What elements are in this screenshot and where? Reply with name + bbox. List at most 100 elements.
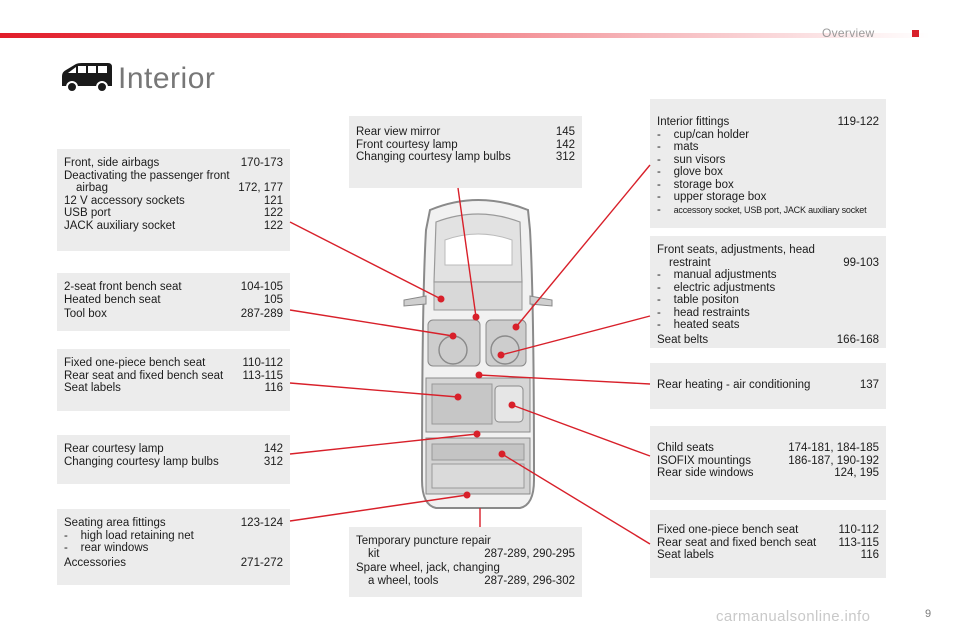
isofix-label: ISOFIX mountings bbox=[657, 454, 751, 467]
restraint-label: restraint bbox=[669, 256, 711, 269]
seat-labels-right-page: 116 bbox=[860, 549, 879, 561]
callout-lines bbox=[289, 164, 651, 545]
mirror-page: 145 bbox=[555, 126, 575, 138]
front-bench-page: 104-105 bbox=[240, 281, 283, 293]
child-seats-box: Child seats 174-181, 184-185 ISOFIX mount… bbox=[650, 426, 886, 500]
jack-page: 122 bbox=[263, 219, 283, 232]
sockets-label: 12 V accessory sockets bbox=[64, 194, 185, 207]
mirror-bulbs-page: 312 bbox=[555, 151, 575, 163]
puncture-box: Temporary puncture repair kit 287-289, 29… bbox=[349, 527, 582, 597]
rear-windows-item: - rear windows bbox=[64, 542, 149, 554]
front-seats-box: Front seats, adjustments, head restraint… bbox=[650, 236, 886, 348]
interior-fittings-box: Interior fittings 119-122 - cup/can holde… bbox=[650, 99, 886, 228]
airbags-label: Front, side airbags bbox=[64, 157, 160, 169]
isofix-page: 186-187, 190-192 bbox=[788, 454, 879, 467]
section-marker bbox=[912, 30, 919, 37]
sockets-page: 121 bbox=[263, 194, 283, 207]
usb-label: USB port bbox=[64, 207, 111, 219]
seating-area-page: 123-124 bbox=[240, 517, 283, 529]
rear-heating-box: Rear heating - air conditioning 137 bbox=[650, 363, 886, 409]
tool-box-label: Tool box bbox=[64, 308, 107, 320]
fitting-item: - glove box bbox=[657, 166, 723, 178]
section-label: Overview bbox=[822, 26, 875, 40]
van-body bbox=[403, 199, 553, 509]
fixed-bench-right-page: 110-112 bbox=[838, 524, 880, 536]
front-courtesy-page: 142 bbox=[555, 138, 575, 151]
wheel-tools-label: a wheel, tools bbox=[368, 574, 439, 587]
interior-fittings-page: 119-122 bbox=[837, 116, 879, 128]
deactivating-page: 172, 177 bbox=[238, 182, 283, 194]
usb-page: 122 bbox=[263, 207, 283, 219]
child-seats-page: 174-181, 184-185 bbox=[788, 442, 879, 454]
mirror-bulbs-label: Changing courtesy lamp bulbs bbox=[356, 151, 511, 163]
callout-dots bbox=[437, 295, 520, 499]
accessories-page: 271-272 bbox=[240, 556, 283, 569]
rear-seat-left-label: Rear seat and fixed bench seat bbox=[64, 369, 224, 382]
rear-heating-label: Rear heating - air conditioning bbox=[657, 379, 811, 391]
rear-courtesy-label: Rear courtesy lamp bbox=[64, 443, 164, 455]
front-courtesy-label: Front courtesy lamp bbox=[356, 138, 458, 151]
page-number: 9 bbox=[925, 608, 932, 620]
fitting-item: - upper storage box bbox=[657, 191, 767, 203]
heated-bench-page: 105 bbox=[263, 293, 283, 306]
front-seats-label: Front seats, adjustments, head bbox=[657, 244, 815, 256]
fitting-item: - accessory socket, USB port, JACK auxil… bbox=[657, 203, 867, 216]
header-gradient-bar bbox=[0, 33, 930, 38]
mirror-box: Rear view mirror 145 Front courtesy lamp 1… bbox=[349, 116, 582, 188]
page-title: Interior bbox=[118, 62, 216, 95]
airbags-box: Front, side airbags 170-173 Deactivating … bbox=[57, 149, 290, 251]
fitting-item: - cup/can holder bbox=[657, 128, 750, 141]
seat-belts-page: 166-168 bbox=[836, 333, 879, 346]
side-windows-label: Rear side windows bbox=[657, 467, 754, 479]
seat-item: - heated seats bbox=[657, 319, 740, 331]
rear-seat-left-page: 113-115 bbox=[242, 369, 284, 382]
rear-heating-page: 137 bbox=[859, 379, 879, 391]
child-seats-label: Child seats bbox=[657, 442, 714, 454]
spare-wheel-page: 287-289, 296-302 bbox=[484, 574, 575, 587]
accessories-label: Accessories bbox=[64, 556, 126, 569]
puncture-kit-label: kit bbox=[368, 547, 380, 560]
side-windows-page: 124, 195 bbox=[834, 467, 879, 479]
heated-bench-label: Heated bench seat bbox=[64, 293, 161, 306]
mirror-label: Rear view mirror bbox=[356, 126, 441, 138]
seating-area-label: Seating area fittings bbox=[64, 517, 166, 529]
puncture-page: 287-289, 290-295 bbox=[484, 547, 575, 560]
deactivating-airbag-label: airbag bbox=[76, 182, 108, 194]
seat-item: - head restraints bbox=[657, 306, 750, 319]
fixed-bench-left-page: 110-112 bbox=[242, 357, 284, 369]
front-seats-page: 99-103 bbox=[843, 256, 879, 269]
puncture-label: Temporary puncture repair bbox=[356, 535, 491, 547]
seat-labels-left-page: 116 bbox=[264, 382, 283, 394]
rear-courtesy-page: 142 bbox=[263, 443, 283, 455]
rear-seat-right-label: Rear seat and fixed bench seat bbox=[657, 536, 817, 549]
fitting-item: - sun visors bbox=[657, 153, 726, 166]
fixed-bench-right-label: Fixed one-piece bench seat bbox=[657, 524, 799, 536]
courtesy-bulbs-page: 312 bbox=[263, 455, 283, 468]
rear-seat-right-page: 113-115 bbox=[838, 536, 880, 549]
seat-item: - table positon bbox=[657, 294, 739, 306]
tool-box-page: 287-289 bbox=[240, 308, 283, 320]
front-bench-label: 2-seat front bench seat bbox=[64, 281, 182, 293]
fixed-bench-right-box: Fixed one-piece bench seat 110-112 Rear s… bbox=[650, 510, 886, 578]
seat-belts-label: Seat belts bbox=[657, 333, 709, 346]
jack-label: JACK auxiliary socket bbox=[64, 219, 176, 232]
fixed-bench-left-label: Fixed one-piece bench seat bbox=[64, 357, 206, 369]
spare-wheel-label: Spare wheel, jack, changing bbox=[356, 562, 500, 574]
front-bench-box: 2-seat front bench seat 104-105 Heated be… bbox=[57, 273, 290, 331]
seat-labels-left-label: Seat labels bbox=[64, 382, 121, 394]
seat-labels-right-label: Seat labels bbox=[657, 549, 714, 561]
fitting-item: - storage box bbox=[657, 178, 734, 191]
van-icon bbox=[62, 63, 112, 93]
rear-courtesy-box: Rear courtesy lamp 142 Changing courtesy … bbox=[57, 435, 290, 484]
airbags-page: 170-173 bbox=[240, 157, 283, 169]
seat-item: - electric adjustments bbox=[657, 281, 776, 294]
watermark: carmanualsonline.info bbox=[716, 608, 871, 625]
seating-area-box: Seating area fittings 123-124 - high load… bbox=[57, 509, 290, 585]
fixed-bench-left-box: Fixed one-piece bench seat 110-112 Rear s… bbox=[57, 349, 290, 411]
courtesy-bulbs-label: Changing courtesy lamp bulbs bbox=[64, 455, 219, 468]
net-item: - high load retaining net bbox=[64, 529, 194, 542]
seat-item: - manual adjustments bbox=[657, 269, 777, 281]
deactivating-label: Deactivating the passenger front bbox=[64, 169, 230, 182]
fitting-item: - mats bbox=[657, 141, 699, 153]
interior-fittings-label: Interior fittings bbox=[657, 116, 730, 128]
